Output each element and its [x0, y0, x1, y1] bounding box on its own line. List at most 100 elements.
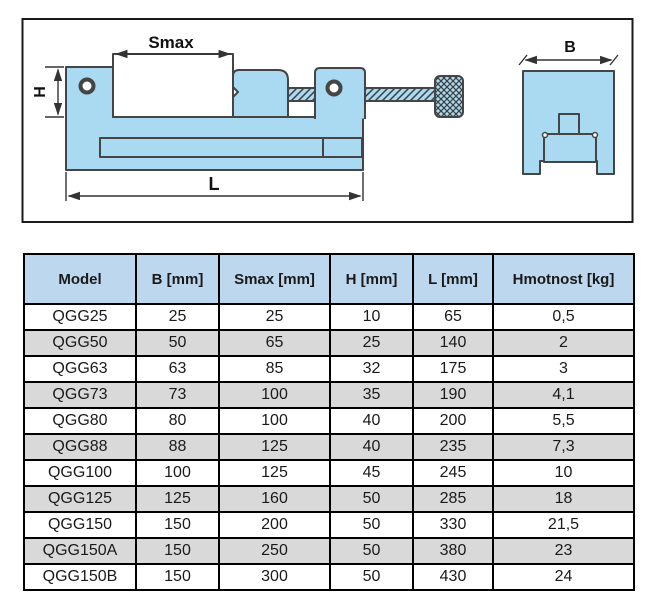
column-header: L [mm]: [412, 253, 494, 305]
table-cell: QGG63: [23, 355, 137, 383]
column-header: B [mm]: [135, 253, 220, 305]
table-cell: 2: [492, 329, 635, 357]
column-header: H [mm]: [329, 253, 414, 305]
end-view-pin-left: [541, 131, 549, 139]
table-cell: 65: [218, 329, 331, 357]
table-cell: 10: [329, 303, 414, 331]
lead-screw-mid: [287, 87, 316, 102]
table-cell: QGG73: [23, 381, 137, 409]
b-label: B: [564, 39, 576, 56]
table-cell: 150: [135, 511, 220, 539]
end-view-slide-block: [543, 133, 597, 163]
end-view: [522, 70, 615, 175]
table-cell: 23: [492, 537, 635, 565]
table-cell: 100: [218, 407, 331, 435]
table-cell: 125: [218, 459, 331, 487]
rear-block-hole: [325, 79, 343, 97]
table-cell: 50: [329, 511, 414, 539]
smax-opening: [112, 53, 234, 118]
table-cell: QGG25: [23, 303, 137, 331]
table-cell: 430: [412, 563, 494, 591]
l-label: L: [209, 174, 220, 194]
table-cell: 0,5: [492, 303, 635, 331]
table-cell: 50: [329, 537, 414, 565]
table-cell: 330: [412, 511, 494, 539]
table-cell: 200: [218, 511, 331, 539]
base-slot: [99, 137, 363, 158]
table-cell: 190: [412, 381, 494, 409]
table-cell: 35: [329, 381, 414, 409]
table-cell: 200: [412, 407, 494, 435]
table-cell: QGG80: [23, 407, 137, 435]
column-header: Model: [23, 253, 137, 305]
table-cell: 63: [135, 355, 220, 383]
end-view-pin-right: [591, 131, 599, 139]
table-cell: 5,5: [492, 407, 635, 435]
lead-screw: [364, 87, 436, 102]
table-cell: 4,1: [492, 381, 635, 409]
table-cell: QGG150: [23, 511, 137, 539]
table-cell: 100: [135, 459, 220, 487]
table-cell: QGG88: [23, 433, 137, 461]
table-cell: 160: [218, 485, 331, 513]
table-cell: 245: [412, 459, 494, 487]
table-cell: 285: [412, 485, 494, 513]
table-cell: 85: [218, 355, 331, 383]
table-cell: 25: [329, 329, 414, 357]
table-cell: 100: [218, 381, 331, 409]
table-cell: 125: [135, 485, 220, 513]
table-cell: 40: [329, 407, 414, 435]
table-cell: 150: [135, 537, 220, 565]
table-cell: 175: [412, 355, 494, 383]
column-header: Hmotnost [kg]: [492, 253, 635, 305]
table-cell: 150: [135, 563, 220, 591]
table-cell: 21,5: [492, 511, 635, 539]
main-side-view: [65, 53, 464, 171]
table-cell: 24: [492, 563, 635, 591]
table-cell: 40: [329, 433, 414, 461]
table-cell: 125: [218, 433, 331, 461]
table-cell: 7,3: [492, 433, 635, 461]
table-cell: 25: [218, 303, 331, 331]
table-cell: 88: [135, 433, 220, 461]
h-label: H: [32, 86, 49, 98]
column-header: Smax [mm]: [218, 253, 331, 305]
table-cell: 50: [329, 563, 414, 591]
end-view-jaw-block: [558, 113, 580, 135]
table-cell: 65: [412, 303, 494, 331]
table-cell: 18: [492, 485, 635, 513]
table-cell: 73: [135, 381, 220, 409]
table-cell: 3: [492, 355, 635, 383]
table-cell: 235: [412, 433, 494, 461]
smax-label: Smax: [148, 33, 194, 52]
table-cell: 25: [135, 303, 220, 331]
table-cell: 250: [218, 537, 331, 565]
table-cell: 32: [329, 355, 414, 383]
table-cell: QGG100: [23, 459, 137, 487]
dimension-lines: [45, 49, 619, 201]
table-cell: QGG150B: [23, 563, 137, 591]
table-cell: 45: [329, 459, 414, 487]
table-cell: QGG150A: [23, 537, 137, 565]
technical-drawing: Smax H L B: [0, 0, 648, 245]
table-cell: 140: [412, 329, 494, 357]
vise-drawing-svg: Smax H L B: [21, 18, 634, 223]
fixed-jaw-hole: [78, 77, 96, 95]
rear-block: [314, 67, 366, 119]
table-cell: 380: [412, 537, 494, 565]
table-cell: QGG125: [23, 485, 137, 513]
movable-jaw: [232, 69, 289, 118]
table-cell: 50: [135, 329, 220, 357]
